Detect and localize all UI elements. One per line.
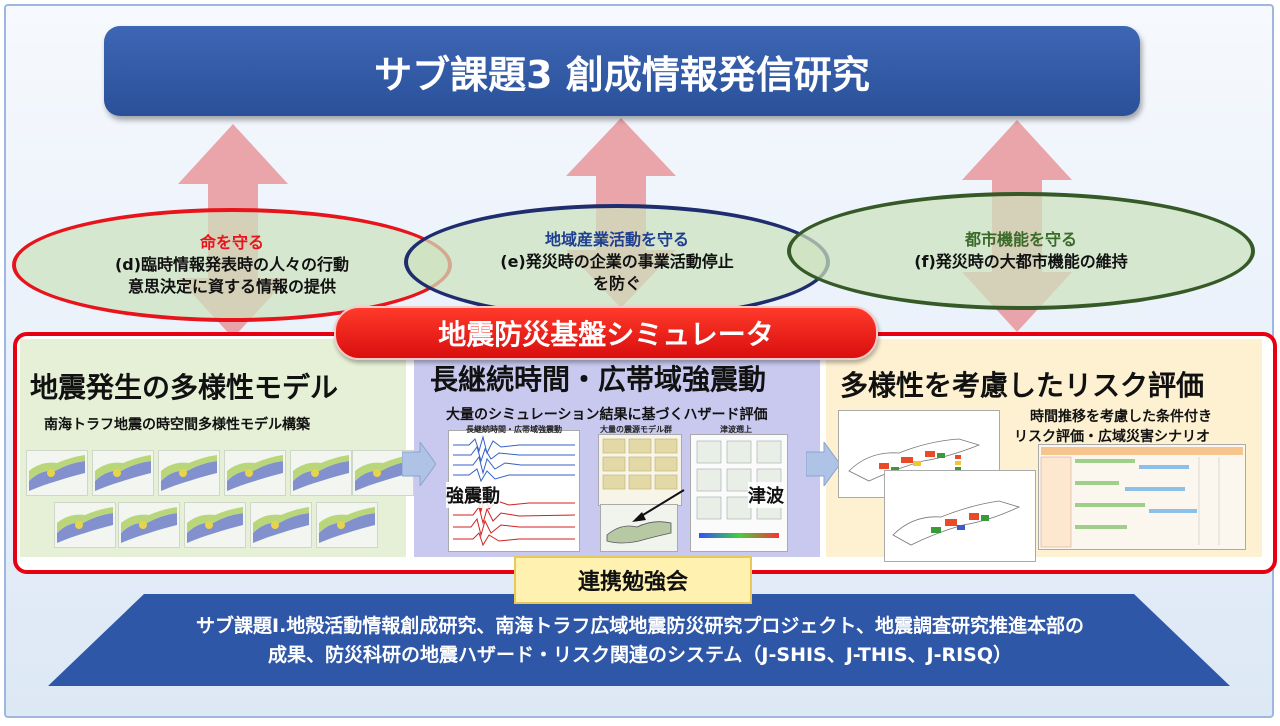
goal-line1-city: (f)発災時の大都市機能の維持 <box>914 252 1128 271</box>
model-thumbnail <box>184 502 246 548</box>
goal-oval-city: 都市機能を守る (f)発災時の大都市機能の維持 <box>787 192 1255 310</box>
label-tsunami: 津波 <box>748 482 784 508</box>
map-inset-box <box>600 504 678 552</box>
goal-oval-life: 命を守る (d)臨時情報発表時の人々の行動 意思決定に資する情報の提供 <box>12 208 452 322</box>
model-thumbnail <box>118 502 180 548</box>
risk-map-2 <box>884 470 1036 562</box>
source-models-grid <box>602 438 678 490</box>
goal-line1-life: (d)臨時情報発表時の人々の行動 <box>114 255 350 274</box>
caption-source-models: 大量の震源モデル群 <box>600 425 672 434</box>
goal-head-life: 命を守る <box>199 233 264 252</box>
goal-head-city: 都市機能を守る <box>964 230 1077 249</box>
base-foundation <box>48 594 1230 686</box>
scenario-chart <box>1038 444 1246 550</box>
goal-head-industry: 地域産業活動を守る <box>544 230 689 249</box>
caption-long-duration: 長継続時間・広帯域強震動 <box>466 425 562 434</box>
goal-oval-industry: 地域産業活動を守る (e)発災時の企業の事業活動停止 を防ぐ <box>404 204 830 320</box>
goal-line2-life: 意思決定に資する情報の提供 <box>127 277 336 296</box>
page-title: サブ課題3 創成情報発信研究 <box>104 26 1140 116</box>
base-line-1: サブ課題Ⅰ.地殻活動情報創成研究、南海トラフ広域地震防災研究プロジェクト、地震調… <box>196 615 1084 637</box>
goal-line1-industry: (e)発災時の企業の事業活動停止 <box>500 252 734 271</box>
base-line-2: 成果、防災科研の地震ハザード・リスク関連のシステム（J-SHIS、J-THIS、… <box>268 644 1012 666</box>
model-thumbnail <box>290 450 352 496</box>
risk-map-1-drawing <box>848 438 981 482</box>
tsunami-box <box>690 434 788 552</box>
tsunami-grid <box>696 440 782 538</box>
panel1-title: 地震発生の多様性モデル <box>30 371 339 404</box>
flow-arrow-2 <box>806 442 840 486</box>
map-inset <box>606 521 672 544</box>
model-thumbnail <box>250 502 312 548</box>
label-strong-motion: 強震動 <box>446 482 500 508</box>
model-thumbnail <box>54 502 116 548</box>
model-thumbnail <box>92 450 154 496</box>
model-thumbnail <box>158 450 220 496</box>
base-foundation-text: サブ課題Ⅰ.地殻活動情報創成研究、南海トラフ広域地震防災研究プロジェクト、地震調… <box>60 612 1220 670</box>
joint-study-group: 連携勉強会 <box>514 556 752 604</box>
pointer-arrow <box>632 489 685 522</box>
model-thumbnail <box>316 502 378 548</box>
panel3-subtitle-2: リスク評価・広域災害シナリオ <box>1014 429 1210 445</box>
source-models-box <box>598 434 682 506</box>
panel3-subtitle-1: 時間推移を考慮した条件付き <box>1030 409 1212 425</box>
risk-map-2-drawing <box>892 500 1021 546</box>
panel2-subtitle: 大量のシミュレーション結果に基づくハザード評価 <box>446 407 768 423</box>
model-thumbnail <box>224 450 286 496</box>
caption-tsunami-runup: 津波遡上 <box>720 425 752 434</box>
panel3-title: 多様性を考慮したリスク評価 <box>840 369 1205 402</box>
scenario-chart-drawing <box>1040 447 1243 548</box>
flow-arrow-1 <box>402 442 436 486</box>
simulator-banner: 地震防災基盤シミュレータ <box>334 306 878 360</box>
panel1-subtitle: 南海トラフ地震の時空間多様性モデル構築 <box>44 417 310 433</box>
risk-map-1 <box>838 410 1000 498</box>
panel2-title: 長継続時間・広帯域強震動 <box>430 363 767 396</box>
goal-line2-industry: を防ぐ <box>592 274 641 293</box>
model-thumbnail <box>26 450 88 496</box>
